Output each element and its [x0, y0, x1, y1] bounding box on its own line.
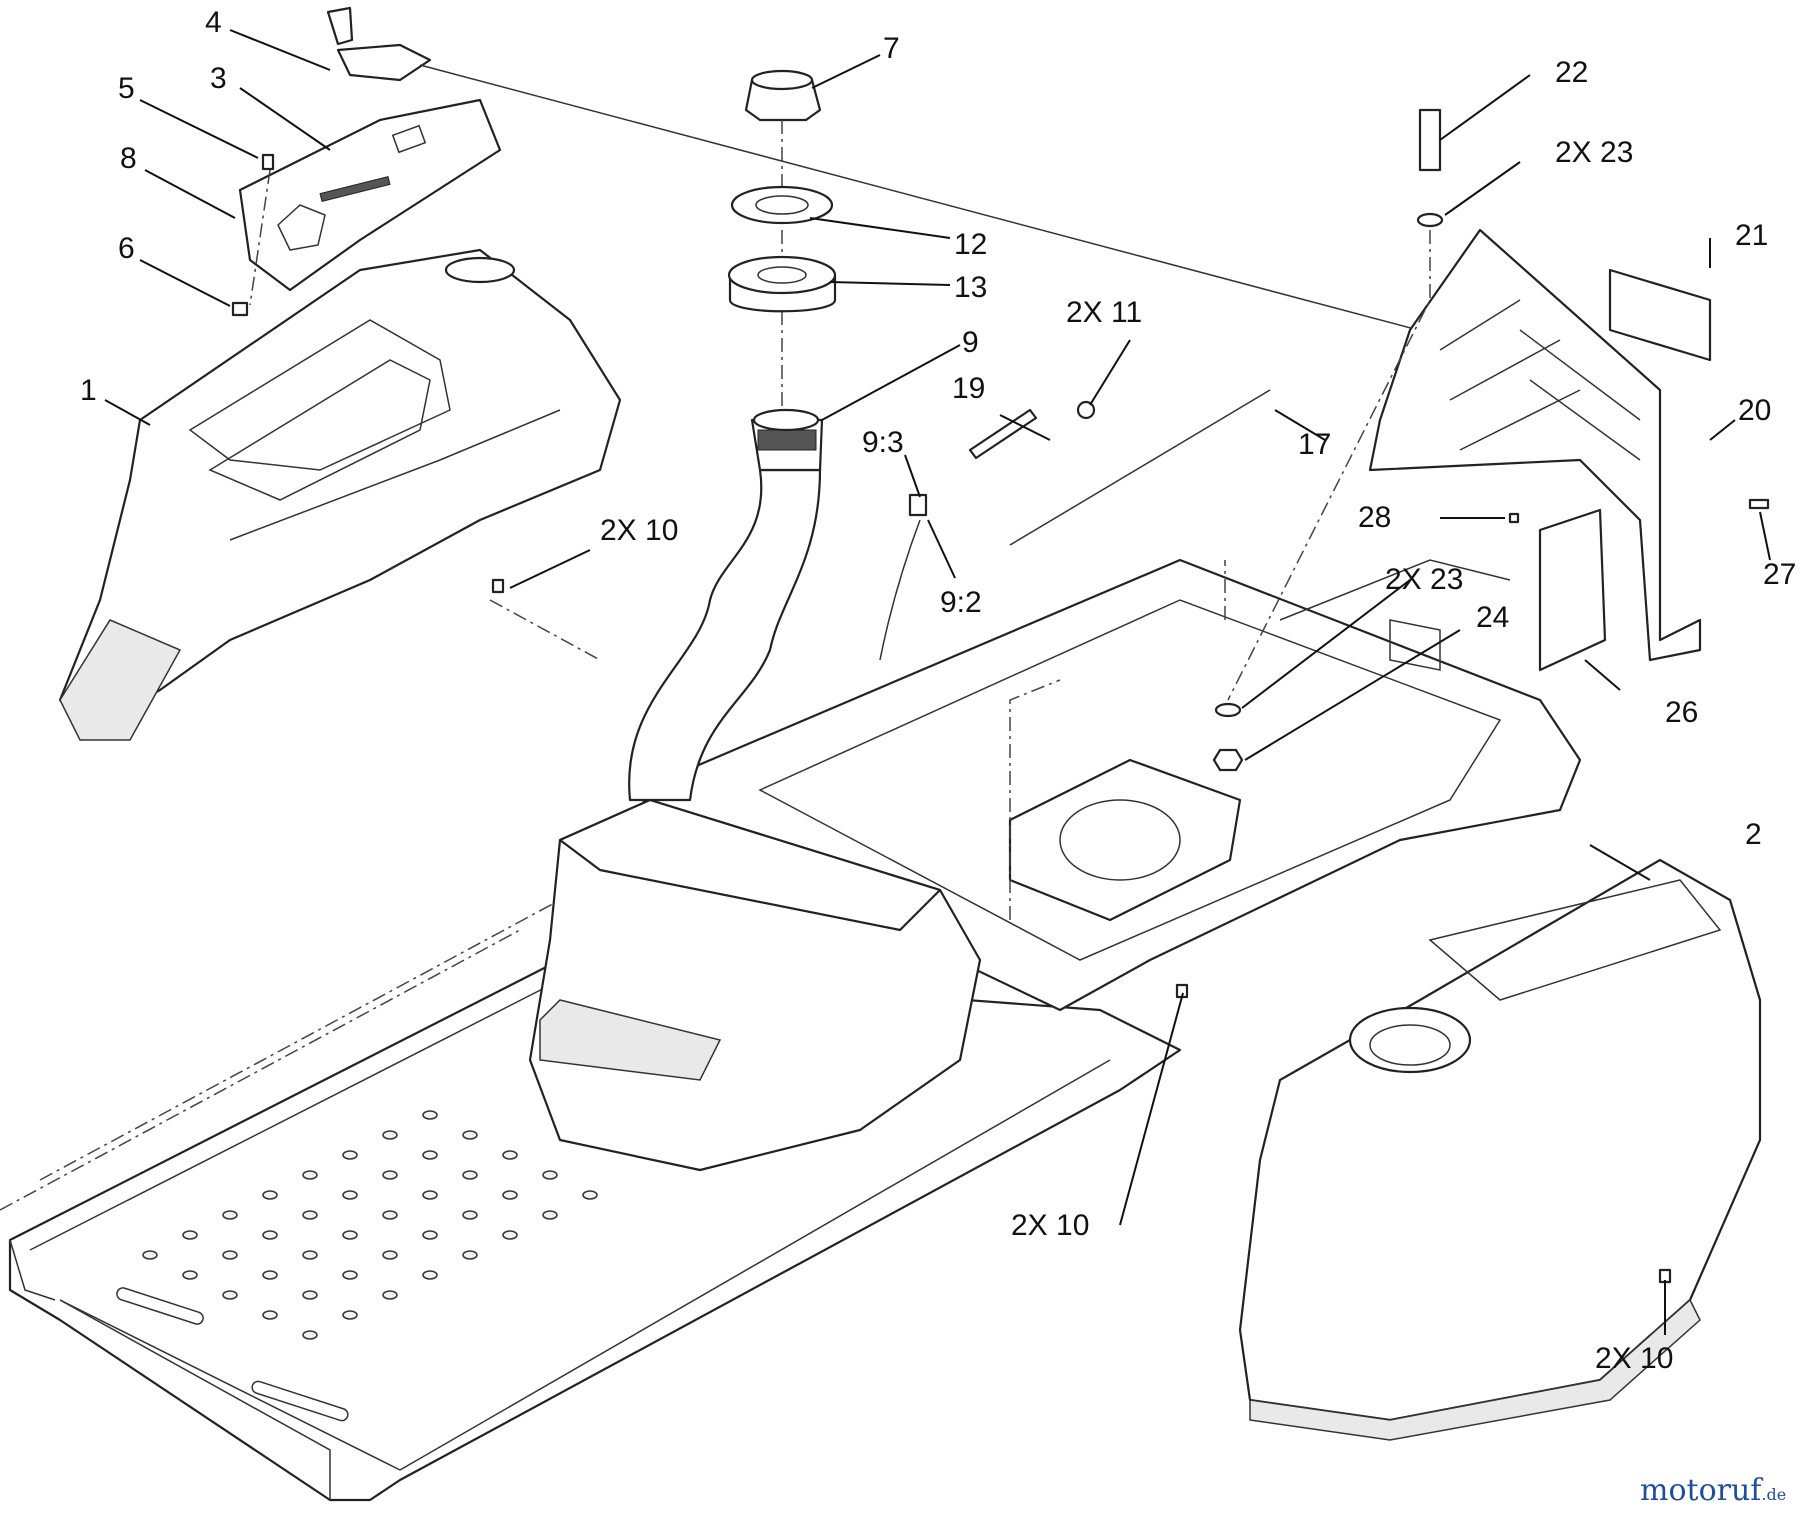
washer-23a [1416, 212, 1444, 228]
screw-10-left [491, 578, 505, 594]
callout-7: 7 [883, 32, 900, 65]
callout-5: 5 [118, 72, 135, 105]
hardware [231, 108, 1770, 1284]
callout-19: 19 [952, 372, 985, 405]
leader-lines [104, 29, 1771, 1335]
callout-9-2: 9:2 [940, 586, 982, 619]
callout-12: 12 [954, 228, 987, 261]
callout-27: 27 [1763, 558, 1796, 591]
screw-27 [1748, 498, 1770, 510]
callout-1: 1 [80, 374, 97, 407]
screw-5 [261, 153, 275, 171]
callout-13: 13 [954, 271, 987, 304]
callout-11: 2X 11 [1066, 296, 1142, 329]
watermark-logo: motoruf.de [1640, 1473, 1786, 1508]
bolt-22 [1418, 108, 1442, 172]
callout-23-top: 2X 23 [1555, 136, 1633, 169]
clamp-11 [1076, 400, 1096, 420]
callout-6: 6 [118, 232, 135, 265]
left-hood [58, 248, 622, 741]
fitting-9-3 [908, 493, 928, 517]
callout-10-right: 2X 10 [1595, 1342, 1673, 1375]
callout-4: 4 [205, 6, 222, 39]
rear-bracket [1279, 228, 1712, 672]
callout-17: 17 [1298, 428, 1331, 461]
nut-6 [231, 301, 249, 317]
callout-labels: 4 3 5 8 6 1 7 12 13 9 9:3 9:2 19 2X 11 1… [80, 6, 1796, 1375]
callout-24: 24 [1476, 601, 1509, 634]
control-panel [238, 98, 502, 292]
callout-10-mid: 2X 10 [1011, 1209, 1089, 1242]
callout-8: 8 [120, 142, 137, 175]
svg-text:motoruf.de: motoruf.de [1640, 1473, 1786, 1508]
callout-26: 26 [1665, 696, 1698, 729]
callout-9-3: 9:3 [862, 426, 904, 459]
washer-23b [1214, 702, 1242, 718]
watermark-suffix: .de [1761, 1485, 1786, 1504]
callout-22: 22 [1555, 56, 1588, 89]
floor-hole-grid [142, 1110, 598, 1340]
callout-28: 28 [1358, 501, 1391, 534]
callout-21: 21 [1735, 219, 1768, 252]
fuel-cap-assembly [727, 69, 837, 410]
callout-23-mid: 2X 23 [1385, 563, 1463, 596]
callout-3: 3 [210, 62, 227, 95]
clip-28 [1508, 512, 1520, 524]
watermark-brand: motoruf [1640, 1473, 1763, 1508]
right-console [1238, 858, 1762, 1441]
callout-10-left: 2X 10 [600, 514, 678, 547]
nut-24 [1212, 748, 1244, 772]
fuel-tank [528, 408, 982, 1172]
fuel-line-9-2 [879, 519, 921, 661]
hose-19 [968, 408, 1038, 460]
rod-17 [1009, 389, 1271, 546]
callout-20: 20 [1738, 394, 1771, 427]
throttle-lever [326, 6, 1551, 366]
callout-2: 2 [1745, 818, 1762, 851]
callout-9: 9 [962, 326, 979, 359]
